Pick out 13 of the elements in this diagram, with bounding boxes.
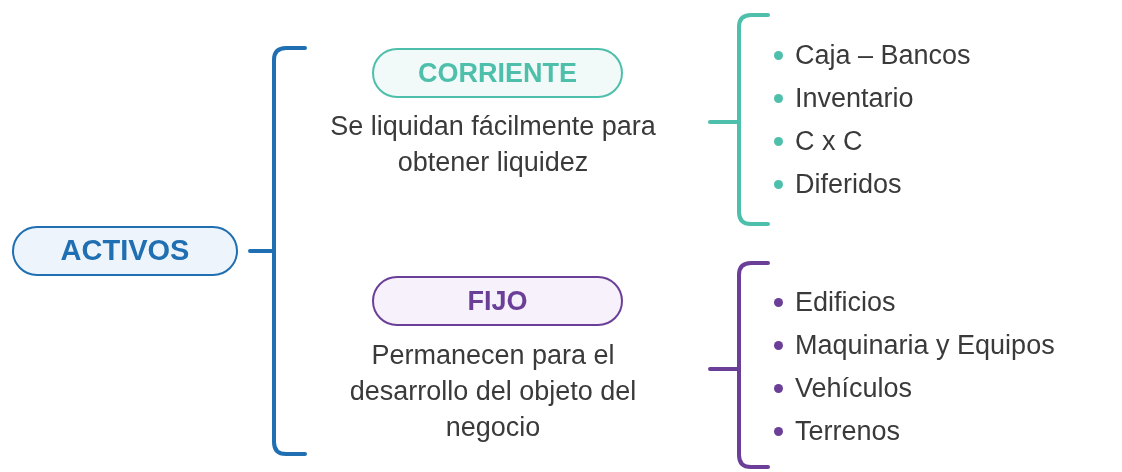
description-text: Se liquidan fácilmente para obtener liquidez [329,110,657,179]
list-item: Diferidos [795,167,902,201]
list-item: Terrenos [795,414,901,448]
list-item: Caja – Bancos [795,38,971,72]
pill-box: ACTIVOS [12,226,238,276]
description-text: Permanecen para el desarrollo del objeto del negocio [348,339,638,444]
list-item: Maquinaria y Equipos [795,328,1055,362]
list-item: C x C [795,124,863,158]
pill-box: FIJO [372,276,623,326]
list-item: Vehículos [795,371,913,405]
list-item: Inventario [795,81,914,115]
pill-box: CORRIENTE [372,48,623,98]
list-item: Edificios [795,285,896,319]
